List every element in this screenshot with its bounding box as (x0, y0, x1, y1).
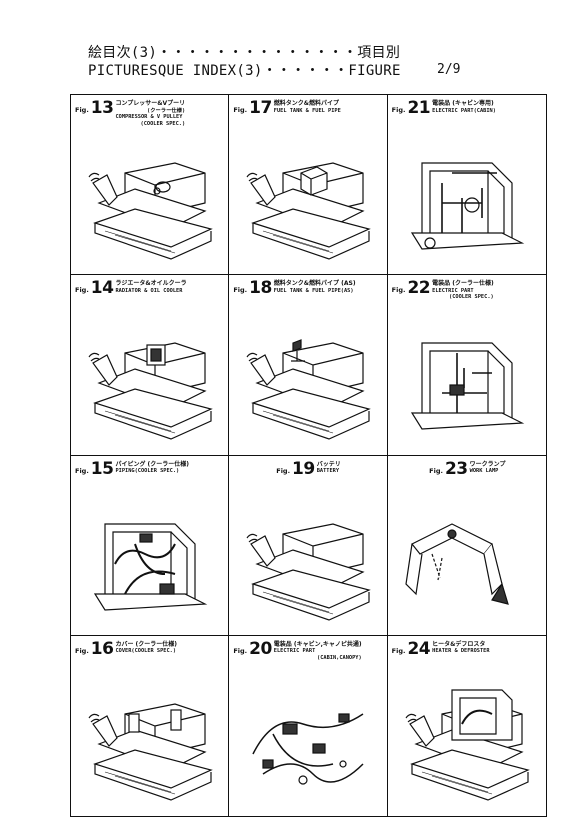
index-title-en: PICTURESQUE INDEX(3)・・・・・・FIGURE (88, 63, 401, 79)
index-title-jp: 絵目次(3)・・・・・・・・・・・・・・項目別 (88, 45, 401, 61)
figure-number: 16 (90, 638, 114, 659)
excavator-fuel-tank-as-illustration (243, 323, 373, 443)
figure-title-en: BATTERY (316, 468, 340, 474)
figure-title-en: HEATER & DEFROSTER (432, 648, 490, 655)
figure-number: 24 (407, 638, 431, 659)
figure-caption: Fig. 13 コンプレッサー&Vプーリ (クーラー仕様) COMPRESSOR… (75, 98, 225, 127)
figure-title-en: PIPING(COOLER SPEC.) (115, 468, 180, 474)
excavator-compressor-illustration (85, 143, 215, 263)
figure-cell[interactable]: Fig. 14 ラジエータ&オイルクーラ RADIATOR & OIL COOL… (71, 275, 230, 456)
figure-prefix: Fig. (233, 106, 248, 114)
page-number: 2/9 (437, 62, 461, 77)
figure-caption: Fig. 17 燃料タンク&燃料パイプ FUEL TANK & FUEL PIP… (233, 98, 383, 118)
figure-number: 15 (90, 458, 114, 479)
excavator-battery-illustration (243, 504, 373, 624)
figure-cell[interactable]: Fig. 23 ワークランプ WORK LAMP (387, 456, 546, 636)
figure-title-jp: 電装品 (キャビン専用) (432, 100, 494, 107)
figure-caption: Fig. 24 ヒータ&デフロスタ HEATER & DEFROSTER (391, 638, 543, 659)
figure-title-jp: カバー (クーラー仕様) (115, 640, 178, 648)
figure-number: 20 (249, 638, 272, 659)
figure-prefix: Fig. (75, 106, 89, 114)
figure-number: 22 (407, 278, 431, 299)
figure-prefix: Fig. (75, 466, 89, 475)
figure-title-en: FUEL TANK & FUEL PIPE(AS) (273, 287, 354, 294)
figure-cell[interactable]: Fig. 13 コンプレッサー&Vプーリ (クーラー仕様) COMPRESSOR… (71, 95, 230, 276)
figure-cell[interactable]: Fig. 21 電装品 (キャビン専用) ELECTRIC PART(CABIN… (387, 95, 546, 276)
figure-title-en: ELECTRIC PART(CABIN) (432, 107, 496, 114)
figure-caption: Fig. 22 電装品 (クーラー仕様) ELECTRIC PART (COOL… (391, 278, 543, 301)
figure-number: 13 (90, 98, 114, 118)
figure-title-jp: ヒータ&デフロスタ (432, 640, 486, 648)
figure-caption: Fig. 16 カバー (クーラー仕様) COVER(COOLER SPEC.) (75, 638, 225, 659)
canopy-electric-illustration (402, 323, 532, 443)
figure-prefix: Fig. (276, 466, 291, 475)
figure-title-en: ELECTRIC PART (432, 287, 474, 294)
figure-number: 19 (292, 458, 315, 479)
boom-work-lamp-illustration (402, 504, 532, 624)
figure-number: 18 (249, 278, 272, 299)
figure-title-jp: 電装品 (キャビン,キャノピ共通) (273, 640, 362, 648)
figure-title-en: COMPRESSOR & V PULLEY (115, 114, 183, 120)
figure-prefix: Fig. (429, 466, 443, 475)
figure-prefix: Fig. (233, 286, 248, 295)
figure-title-en: RADIATOR & OIL COOLER (115, 287, 183, 294)
figure-caption: Fig. 23 ワークランプ WORK LAMP (392, 458, 543, 479)
figure-title-jp: コンプレッサー&Vプーリ (115, 100, 186, 107)
figure-caption: Fig. 20 電装品 (キャビン,キャノピ共通) ELECTRIC PART … (233, 638, 383, 662)
excavator-cover-illustration (85, 684, 215, 804)
figure-number: 23 (444, 458, 468, 479)
figure-cell[interactable]: Fig. 15 パイピング (クーラー仕様) PIPING(COOLER SPE… (71, 455, 230, 636)
figure-prefix: Fig. (75, 286, 89, 295)
figure-cell[interactable]: Fig. 24 ヒータ&デフロスタ HEATER & DEFROSTER (388, 636, 546, 816)
figure-cell[interactable]: Fig. 19 バッテリ BATTERY (229, 455, 388, 636)
excavator-fuel-tank-illustration (243, 143, 373, 263)
figure-prefix: Fig. (75, 646, 89, 655)
figure-cell[interactable]: Fig. 22 電装品 (クーラー仕様) ELECTRIC PART (COOL… (387, 275, 546, 456)
figure-title-en-spec: (COOLER SPEC.) (449, 294, 494, 301)
figure-number: 14 (90, 278, 114, 299)
cabin-electric-illustration (402, 143, 532, 263)
figure-title-jp: パイピング (クーラー仕様) (115, 460, 190, 468)
figure-number: 21 (407, 98, 431, 118)
excavator-radiator-illustration (85, 323, 215, 443)
figure-title-en: ELECTRIC PART (273, 648, 316, 655)
figure-caption: Fig. 15 パイピング (クーラー仕様) PIPING(COOLER SPE… (75, 458, 225, 479)
figure-title-jp: バッテリ (316, 460, 341, 468)
figure-title-jp: 燃料タンク&燃料パイプ (273, 100, 340, 107)
figure-cell[interactable]: Fig. 20 電装品 (キャビン,キャノピ共通) ELECTRIC PART … (229, 635, 388, 816)
cooler-piping-illustration (85, 504, 215, 624)
figure-title-jp-spec: (クーラー仕様) (147, 107, 186, 114)
figure-index-grid: Fig. 13 コンプレッサー&Vプーリ (クーラー仕様) COMPRESSOR… (70, 94, 547, 817)
figure-prefix: Fig. (233, 646, 248, 655)
figure-caption: Fig. 21 電装品 (キャビン専用) ELECTRIC PART(CABIN… (391, 98, 543, 118)
electric-harness-illustration (243, 684, 373, 804)
figure-title-en-spec: (COOLER SPEC.) (140, 120, 186, 127)
figure-title-jp: ラジエータ&オイルクーラ (115, 280, 187, 288)
figure-title-jp: 燃料タンク&燃料パイプ (AS) (273, 280, 356, 288)
figure-prefix: Fig. (391, 286, 406, 295)
figure-title-jp: ワークランプ (469, 460, 506, 468)
figure-title-en: COVER(COOLER SPEC.) (115, 648, 177, 655)
figure-cell[interactable]: Fig. 17 燃料タンク&燃料パイプ FUEL TANK & FUEL PIP… (229, 95, 388, 276)
figure-prefix: Fig. (391, 646, 406, 655)
figure-title-en-spec: (CABIN,CANOPY) (317, 654, 362, 661)
figure-title-en: FUEL TANK & FUEL PIPE (273, 107, 341, 114)
figure-caption: Fig. 19 バッテリ BATTERY (233, 458, 383, 479)
figure-cell[interactable]: Fig. 16 カバー (クーラー仕様) COVER(COOLER SPEC.) (71, 635, 230, 816)
figure-caption: Fig. 18 燃料タンク&燃料パイプ (AS) FUEL TANK & FUE… (233, 278, 383, 299)
cabin-heater-illustration (402, 684, 532, 804)
figure-title-en: WORK LAMP (469, 468, 499, 474)
figure-number: 17 (249, 98, 272, 118)
figure-prefix: Fig. (391, 106, 406, 114)
figure-title-jp: 電装品 (クーラー仕様) (432, 280, 494, 288)
figure-caption: Fig. 14 ラジエータ&オイルクーラ RADIATOR & OIL COOL… (75, 278, 225, 299)
figure-cell[interactable]: Fig. 18 燃料タンク&燃料パイプ (AS) FUEL TANK & FUE… (229, 275, 388, 456)
